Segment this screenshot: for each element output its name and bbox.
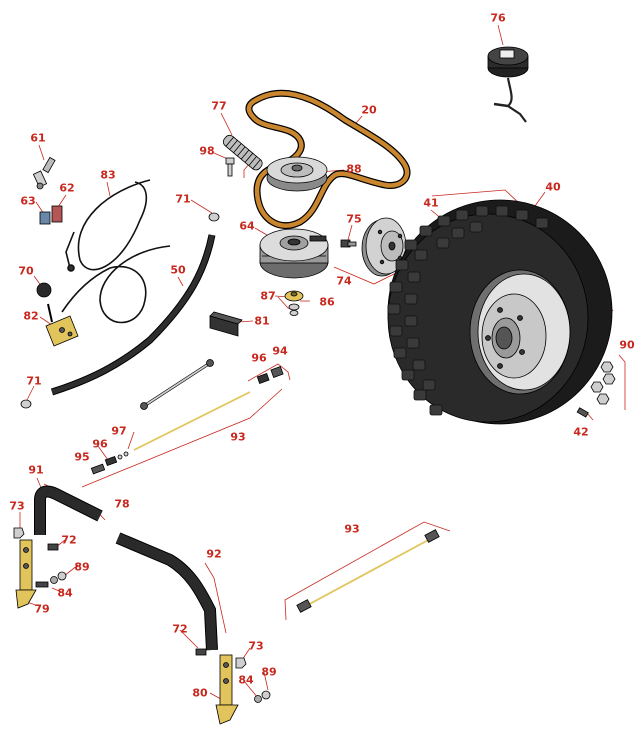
callout-73a: 73 <box>9 499 25 513</box>
callout-83: 83 <box>100 168 116 182</box>
idler-pulley <box>266 156 328 192</box>
callout-95: 95 <box>74 450 90 464</box>
spacer-washers <box>284 290 304 316</box>
callout-90: 90 <box>619 338 635 352</box>
callout-72a: 72 <box>61 533 77 547</box>
spindle-right <box>215 654 239 725</box>
callout-86: 86 <box>319 295 335 309</box>
callout-89a: 89 <box>74 560 90 574</box>
link-rod-lower <box>296 529 440 613</box>
callout-88: 88 <box>346 162 362 176</box>
callout-84a: 84 <box>57 586 73 600</box>
callout-93b: 93 <box>344 522 360 536</box>
callout-42: 42 <box>573 425 589 439</box>
callout-71a: 71 <box>175 192 191 206</box>
callout-97: 97 <box>111 424 127 438</box>
callout-71b: 71 <box>26 374 42 388</box>
tire-and-wheel <box>387 199 613 425</box>
ignition-switch <box>39 205 63 225</box>
steering-arm-left <box>34 485 103 535</box>
callout-77: 77 <box>211 99 227 113</box>
callout-96a: 96 <box>251 351 267 365</box>
callout-63: 63 <box>20 194 36 208</box>
tension-spring <box>222 134 263 171</box>
fuel-hose <box>50 234 216 396</box>
callout-81: 81 <box>254 314 270 328</box>
bolt-98 <box>225 157 235 177</box>
choke-cable <box>61 245 171 324</box>
control-knob <box>36 282 52 298</box>
lug-nuts <box>590 361 616 405</box>
callout-75: 75 <box>346 212 362 226</box>
callout-84b: 84 <box>238 673 254 687</box>
throttle-control <box>45 303 79 347</box>
electric-clutch <box>259 228 329 279</box>
callout-40: 40 <box>545 180 561 194</box>
rubber-bumper <box>209 311 243 337</box>
callout-89b: 89 <box>261 665 277 679</box>
callout-74: 74 <box>336 274 352 288</box>
steering-arm-right <box>115 532 218 651</box>
callout-80: 80 <box>192 686 208 700</box>
callout-20: 20 <box>361 103 377 117</box>
callout-73b: 73 <box>248 639 264 653</box>
callout-93a: 93 <box>230 430 246 444</box>
callout-50: 50 <box>170 263 186 277</box>
callout-82: 82 <box>23 309 39 323</box>
callout-79: 79 <box>34 602 50 616</box>
callout-41: 41 <box>423 196 439 210</box>
callout-98: 98 <box>199 144 215 158</box>
link-rod-upper <box>90 359 284 475</box>
drive-belt <box>245 89 411 230</box>
callout-87: 87 <box>260 289 276 303</box>
callout-96b: 96 <box>92 437 108 451</box>
wheel-hub <box>340 217 414 277</box>
throttle-cable <box>65 179 151 272</box>
ignition-key <box>32 156 56 190</box>
callout-61: 61 <box>30 131 46 145</box>
callout-78: 78 <box>114 497 130 511</box>
spindle-left <box>15 539 37 609</box>
callout-91: 91 <box>28 463 44 477</box>
callout-64: 64 <box>239 219 255 233</box>
callout-62: 62 <box>59 181 75 195</box>
hose-clamp <box>20 212 220 409</box>
callout-70: 70 <box>18 264 34 278</box>
small-hardware <box>13 527 271 703</box>
callout-92: 92 <box>206 547 222 561</box>
callout-72b: 72 <box>172 622 188 636</box>
valve-stem <box>576 407 589 418</box>
gas-cap <box>487 46 529 123</box>
callout-76: 76 <box>490 11 506 25</box>
callout-94: 94 <box>272 344 288 358</box>
